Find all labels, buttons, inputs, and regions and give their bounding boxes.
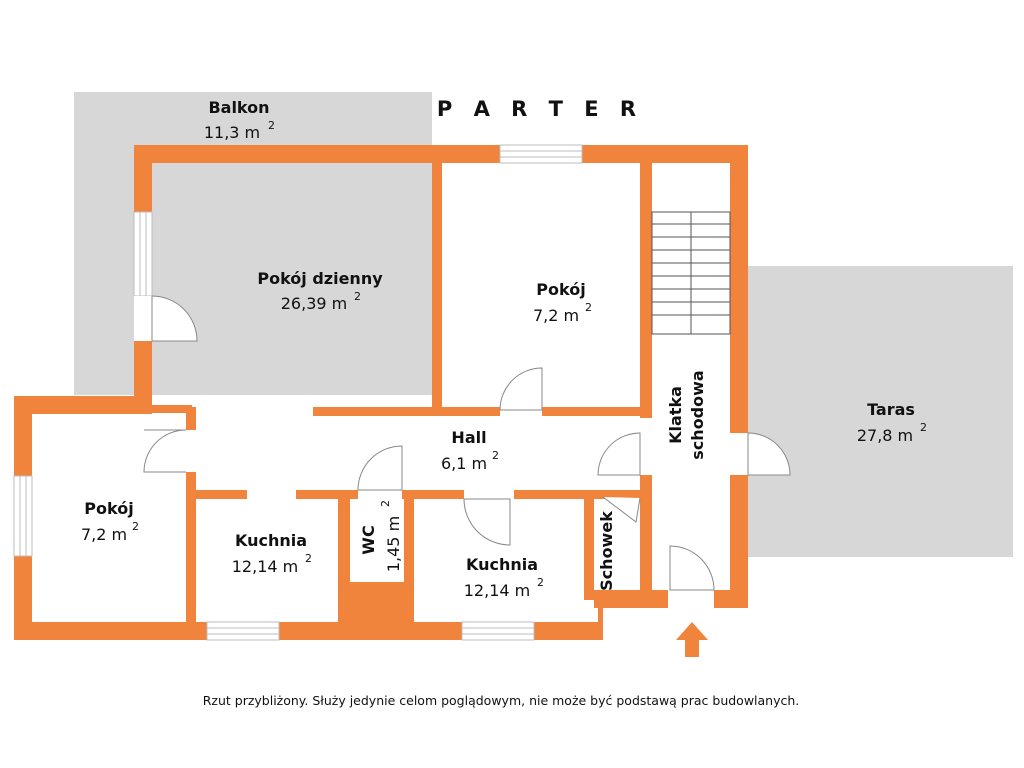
pokoj1-name: Pokój	[536, 280, 585, 299]
kuchnia1-name: Kuchnia	[235, 531, 307, 550]
balkon-name: Balkon	[208, 98, 269, 117]
klatka-name-line1: Klatka	[666, 386, 685, 444]
door-swing-icon	[357, 445, 403, 491]
kuchnia2-sup: 2	[537, 576, 544, 589]
door-swing-icon	[669, 545, 715, 591]
hall-name: Hall	[451, 428, 486, 447]
kuchnia1-sup: 2	[305, 552, 312, 565]
taras-name: Taras	[867, 400, 915, 419]
klatka-name-line2: schodowa	[688, 370, 707, 459]
door-swing-icon	[151, 295, 198, 342]
window-icon	[461, 621, 535, 641]
pokoj1-area: 7,2 m	[533, 306, 579, 325]
hall-area: 6,1 m	[441, 454, 487, 473]
salon-name: Pokój dzienny	[257, 269, 383, 288]
door-swing-icon	[597, 432, 641, 476]
pokoj1-sup: 2	[585, 301, 592, 314]
taras-sup: 2	[920, 421, 927, 434]
door-swing-icon	[463, 498, 511, 546]
taras-area-label: 27,8 m	[857, 426, 913, 445]
window-icon	[499, 144, 583, 164]
door-swing-icon	[143, 429, 187, 473]
disclaimer-note: Rzut przybliżony. Służy jedynie celom po…	[203, 693, 800, 708]
stairs-icon	[651, 211, 731, 335]
taras-area	[748, 266, 1013, 557]
door-swing-icon	[602, 496, 641, 523]
entrance-arrow-icon	[676, 622, 708, 657]
kuchnia1-area: 12,14 m	[232, 557, 298, 576]
window-icon	[133, 211, 153, 297]
pokoj2-sup: 2	[132, 520, 139, 533]
hall-sup: 2	[492, 449, 499, 462]
balkon-sup: 2	[268, 119, 275, 132]
kuchnia2-name: Kuchnia	[466, 555, 538, 574]
window-icon	[206, 621, 280, 641]
door-swing-icon	[499, 367, 543, 411]
wc-name: WC	[359, 525, 378, 554]
page-title: P A R T E R	[437, 97, 643, 121]
door-swing-icon	[747, 432, 791, 476]
pokoj2-name: Pokój	[84, 499, 133, 518]
windows	[13, 144, 583, 641]
balkon-area-label: 11,3 m	[204, 123, 260, 142]
window-icon	[13, 475, 33, 557]
wc-sup: 2	[379, 500, 392, 507]
salon-area: 26,39 m	[281, 294, 347, 313]
door-swings	[143, 295, 791, 591]
wc-area: 1,45 m	[384, 516, 403, 572]
salon-sup: 2	[354, 290, 361, 303]
schowek-name: Schowek	[597, 511, 616, 591]
kuchnia2-area: 12,14 m	[464, 581, 530, 600]
pokoj2-area: 7,2 m	[81, 525, 127, 544]
